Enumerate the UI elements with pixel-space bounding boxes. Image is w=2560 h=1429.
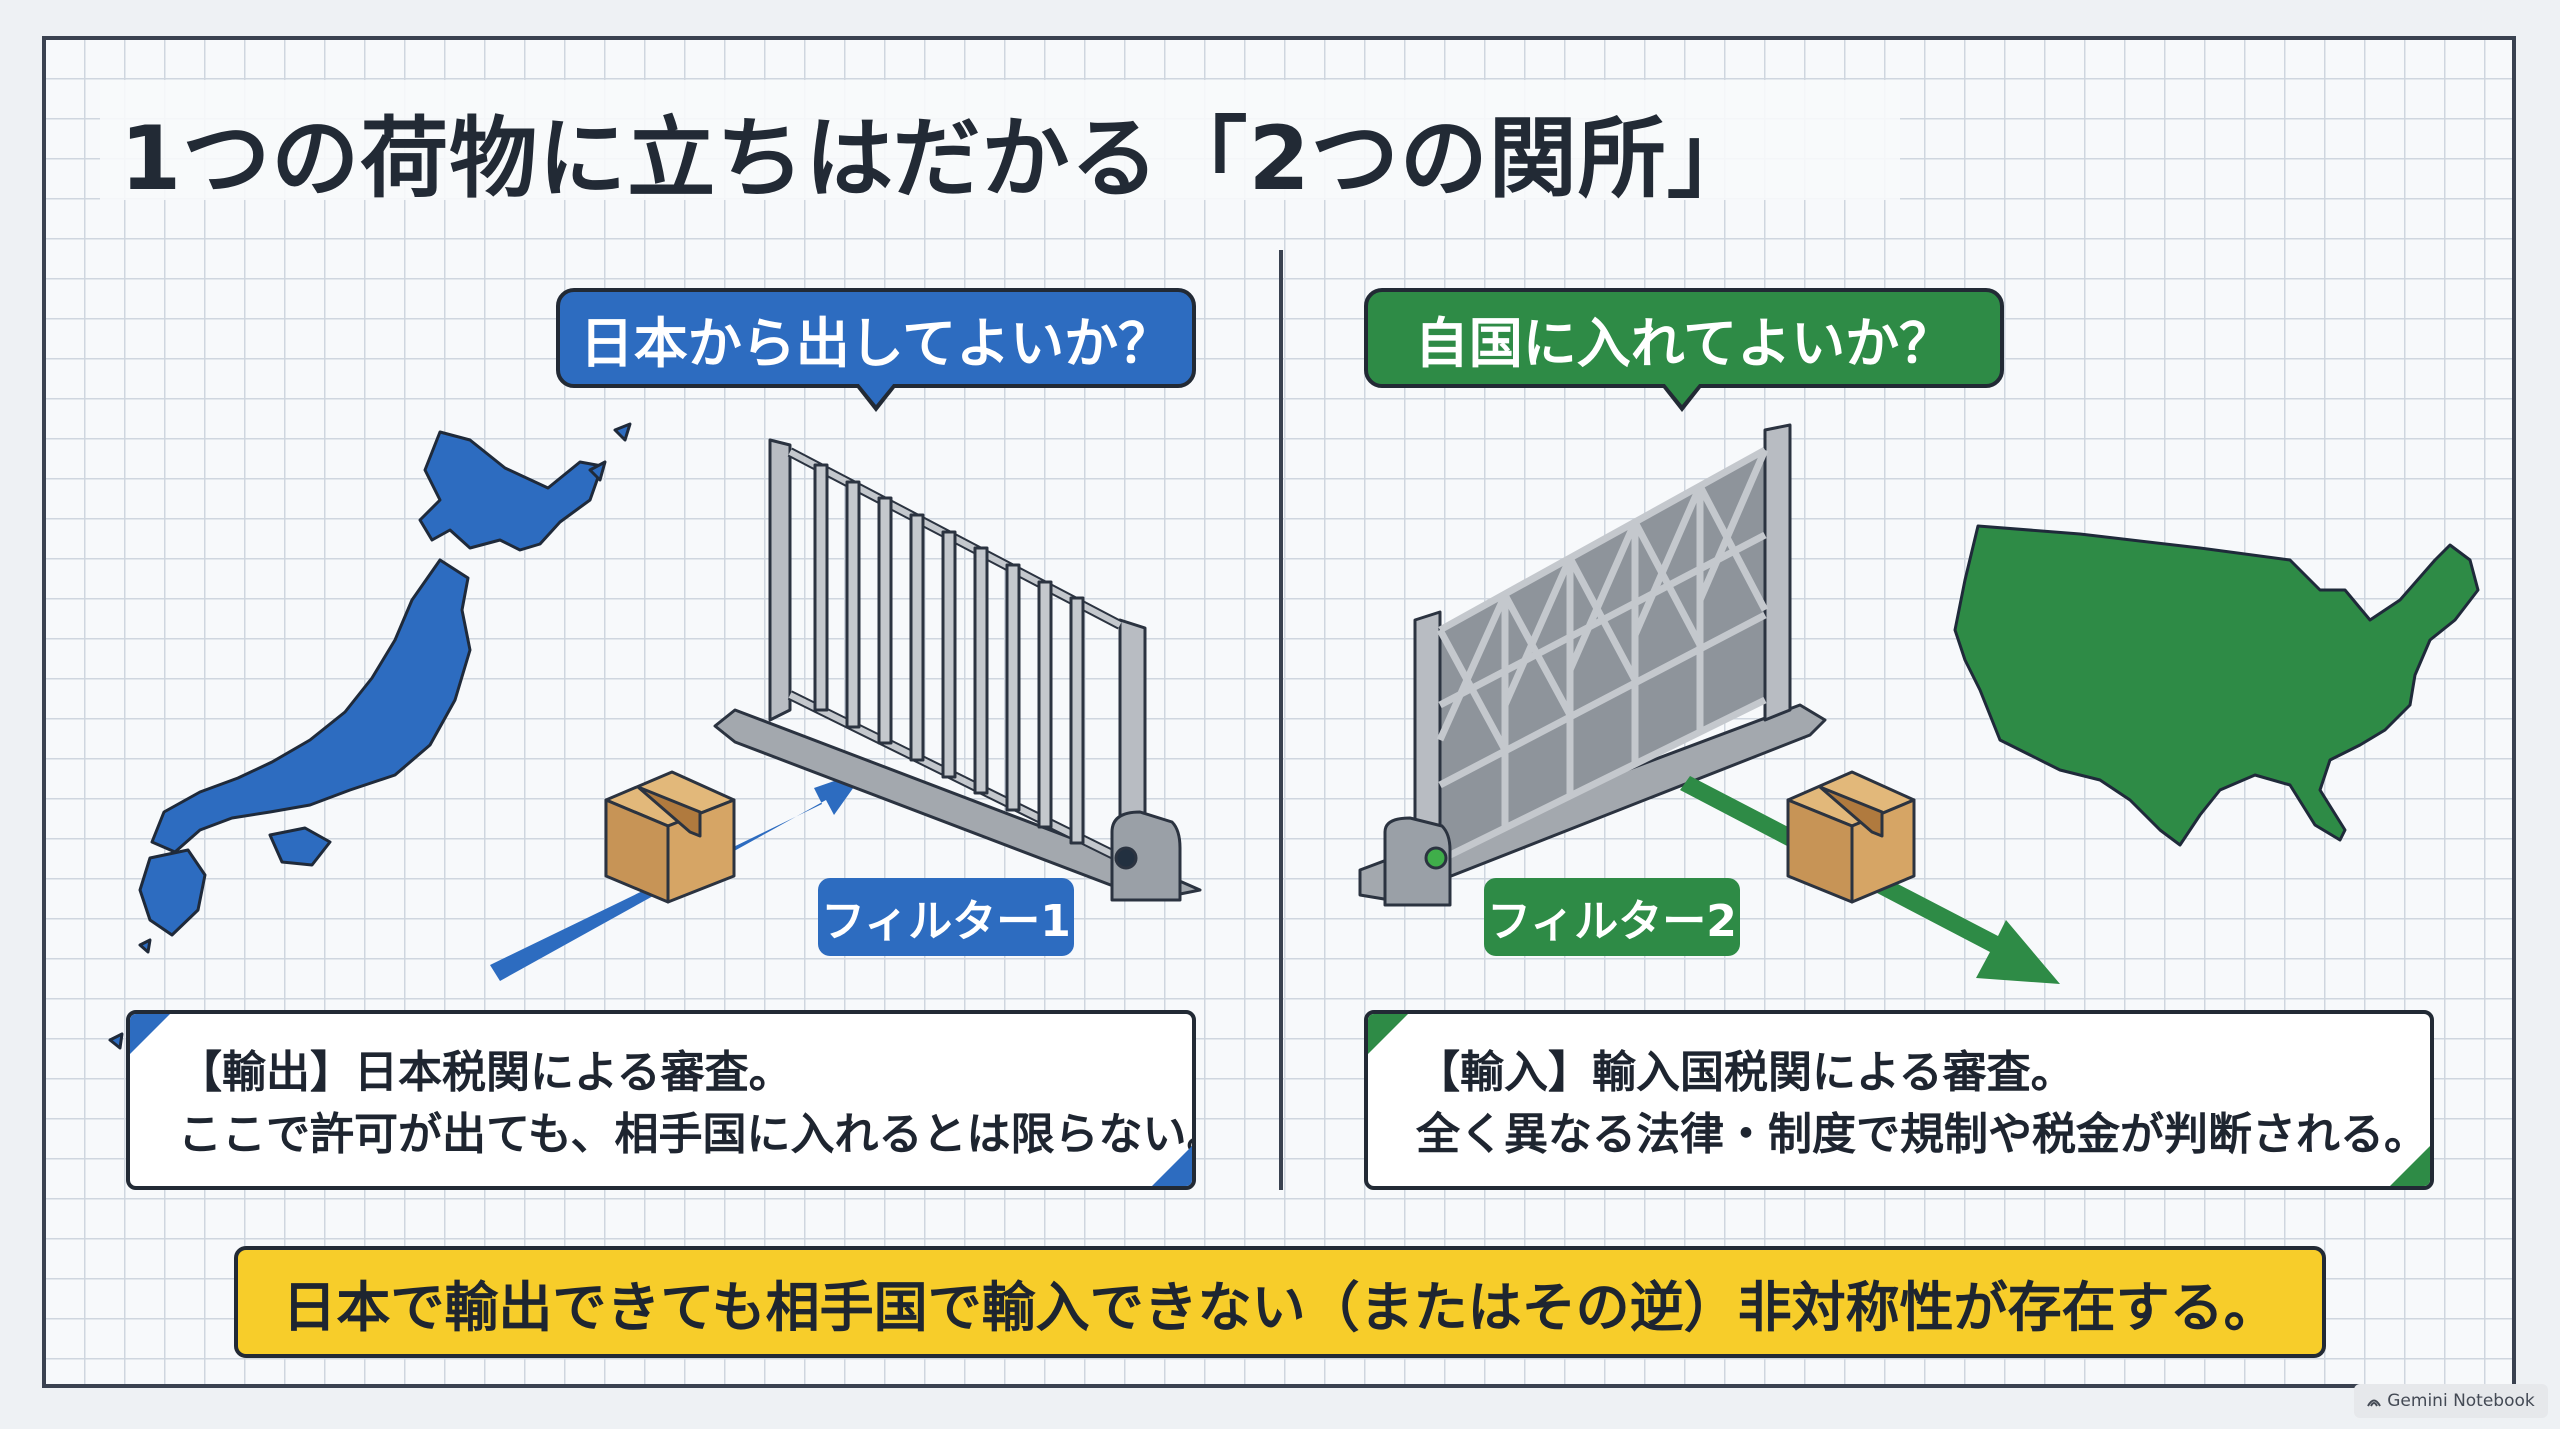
import-question-bubble: 自国に入れてよいか？ bbox=[1364, 288, 2004, 388]
package-box-icon bbox=[604, 770, 736, 904]
export-description-line-2: ここで許可が出ても、相手国に入れるとは限らない。 bbox=[178, 1109, 1196, 1160]
export-description-box: 【輸出】日本税関による審査。 ここで許可が出ても、相手国に入れるとは限らない。 bbox=[126, 1010, 1196, 1190]
japan-map-icon bbox=[108, 422, 632, 1050]
watermark-text: Gemini Notebook bbox=[2387, 1391, 2535, 1411]
corner-accent bbox=[2390, 1146, 2430, 1186]
filter-2-label: フィルター2 bbox=[1484, 878, 1740, 956]
corner-accent bbox=[1152, 1146, 1192, 1186]
corner-accent bbox=[130, 1014, 170, 1054]
usa-map-icon bbox=[1953, 524, 2480, 847]
page-title: 1つの荷物に立ちはだかる「2つの関所」 bbox=[120, 107, 1756, 210]
package-box-icon bbox=[1786, 770, 1916, 904]
import-bubble-tail bbox=[1664, 383, 1700, 405]
notebook-logo-icon bbox=[2367, 1399, 2382, 1407]
gate-1-icon bbox=[713, 438, 1202, 902]
watermark-badge: Gemini Notebook bbox=[2354, 1384, 2548, 1418]
gate-2-icon bbox=[1358, 423, 1827, 907]
import-description-box: 【輸入】輸入国税関による審査。 全く異なる法律・制度で規制や税金が判断される。 bbox=[1364, 1010, 2434, 1190]
corner-accent bbox=[1368, 1014, 1408, 1054]
center-divider bbox=[1279, 250, 1283, 1190]
export-bubble-tail bbox=[858, 383, 894, 405]
export-description-line-1: 【輸出】日本税関による審査。 bbox=[178, 1047, 793, 1098]
title-background bbox=[100, 80, 1900, 200]
filter-1-label: フィルター1 bbox=[818, 878, 1074, 956]
import-description-line-1: 【輸入】輸入国税関による審査。 bbox=[1416, 1047, 2075, 1098]
import-description-line-2: 全く異なる法律・制度で規制や税金が判断される。 bbox=[1416, 1109, 2428, 1160]
conclusion-banner: 日本で輸出できても相手国で輸入できない（またはその逆）非対称性が存在する。 bbox=[234, 1246, 2326, 1358]
